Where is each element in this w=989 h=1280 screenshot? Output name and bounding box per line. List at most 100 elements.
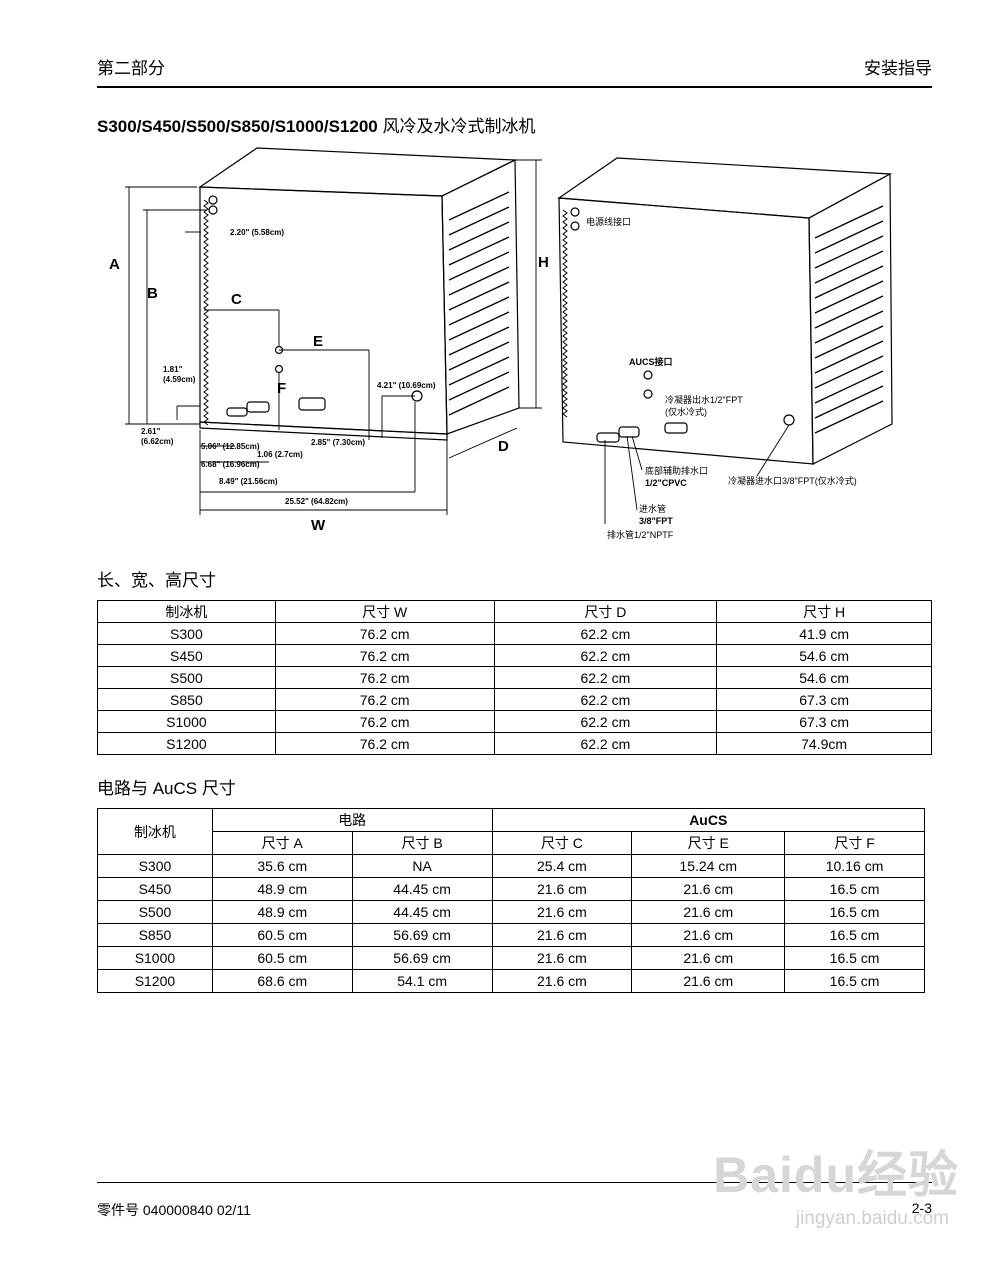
right-unit-top: [557, 157, 893, 219]
table-cell: 48.9 cm: [211, 900, 353, 924]
table-cell: 15.24 cm: [631, 854, 786, 878]
table-cell: 54.6 cm: [716, 666, 932, 689]
water-inlet-label: 进水管: [639, 503, 666, 514]
table-cell: 76.2 cm: [274, 622, 495, 645]
table-cell: 44.45 cm: [351, 877, 493, 901]
table-cell: 54.6 cm: [716, 644, 932, 667]
table-cell: S1200: [97, 969, 213, 993]
dim-letter-e: E: [313, 333, 323, 350]
col-header: 尺寸 H: [716, 600, 932, 623]
part-number: 零件号 040000840 02/11: [97, 1202, 251, 1218]
water-inlet-spec: 3/8"FPT: [639, 516, 673, 526]
dim-106: 1.06 (2.7cm): [257, 450, 303, 459]
table-cell: 21.6 cm: [631, 969, 786, 993]
col-header: 尺寸 E: [631, 831, 786, 855]
table-cell: 56.69 cm: [351, 946, 493, 970]
table-cell: 60.5 cm: [211, 923, 353, 947]
col-header: 尺寸 F: [784, 831, 925, 855]
table-cell: S850: [97, 688, 276, 711]
page-number: 2-3: [911, 1200, 932, 1216]
dim-849: 8.49" (21.56cm): [219, 477, 278, 486]
table-header-row: 尺寸 A 尺寸 B 尺寸 C 尺寸 E 尺寸 F: [98, 831, 925, 855]
table-cell: 62.2 cm: [493, 622, 718, 645]
page-title: S300/S450/S500/S850/S1000/S1200 风冷及水冷式制冰…: [97, 112, 535, 137]
table-cell: S1000: [97, 946, 213, 970]
table-cell: 16.5 cm: [784, 900, 925, 924]
table-cell: 62.2 cm: [493, 710, 718, 733]
table-cell: 62.2 cm: [493, 666, 718, 689]
col-header: 尺寸 D: [493, 600, 718, 623]
table-cell: 21.6 cm: [631, 900, 786, 924]
table-cell: 76.2 cm: [274, 666, 495, 689]
table-cell: 67.3 cm: [716, 710, 932, 733]
drain-pipe-label: 排水管1/2"NPTF: [607, 529, 674, 540]
table-cell: S500: [97, 666, 276, 689]
col-header: 尺寸 B: [351, 831, 493, 855]
watermark-logo: Baidu经验: [713, 1147, 959, 1203]
left-unit-side: [441, 159, 520, 435]
group-header-circuit: 电路: [211, 808, 493, 832]
condenser-outlet-note: (仅水冷式): [665, 406, 707, 417]
table-header-row: 制冰机 尺寸 W 尺寸 D 尺寸 H: [97, 600, 932, 623]
table-cell: 68.6 cm: [211, 969, 353, 993]
table-cell: 16.5 cm: [784, 946, 925, 970]
table-cell: 62.2 cm: [493, 688, 718, 711]
ice-machine-diagram: A B C E F H D W 2.20" (5.58cm) 1.81" (4.…: [109, 147, 893, 540]
table-cell: 74.9cm: [716, 732, 932, 755]
col-header-model: 制冰机: [97, 808, 213, 855]
table-cell: 76.2 cm: [274, 710, 495, 733]
chapter-label: 安装指导: [864, 59, 932, 78]
table-cell: S300: [97, 854, 213, 878]
group-header-aucs: AuCS: [491, 808, 926, 832]
table-cell: 16.5 cm: [784, 923, 925, 947]
condenser-inlet-label: 冷凝器进水口3/8"FPT(仅水冷式): [728, 475, 857, 486]
dim-181-in: 1.81": [163, 365, 183, 374]
aux-drain-spec: 1/2"CPVC: [645, 478, 687, 488]
dim-181-cm: (4.59cm): [163, 375, 196, 384]
footer-rule: [97, 1182, 932, 1183]
dim-letter-h: H: [538, 254, 549, 271]
table-cell: 21.6 cm: [491, 877, 633, 901]
dim-285: 2.85" (7.30cm): [311, 438, 365, 447]
table-cell: 10.16 cm: [784, 854, 925, 878]
table-cell: 56.69 cm: [351, 923, 493, 947]
table-cell: 62.2 cm: [493, 732, 718, 755]
dimension-lines: [125, 159, 790, 524]
col-header: 制冰机: [97, 600, 276, 623]
header-rule: [97, 86, 932, 88]
table-cell: 76.2 cm: [274, 644, 495, 667]
condenser-outlet-label: 冷凝器出水1/2"FPT: [665, 394, 743, 405]
dim-261-in: 2.61": [141, 427, 161, 436]
table-cell: 76.2 cm: [274, 732, 495, 755]
dim-letter-c: C: [231, 291, 242, 308]
table-cell: 67.3 cm: [716, 688, 932, 711]
dim-letter-w: W: [311, 517, 326, 534]
table-cell: 41.9 cm: [716, 622, 932, 645]
col-header: 尺寸 C: [491, 831, 633, 855]
table-cell: 35.6 cm: [211, 854, 353, 878]
table-cell: 21.6 cm: [491, 923, 633, 947]
table-cell: 76.2 cm: [274, 688, 495, 711]
table-cell: 21.6 cm: [631, 946, 786, 970]
left-unit-louvers: [448, 191, 510, 416]
table-cell: 21.6 cm: [631, 923, 786, 947]
title-description: 风冷及水冷式制冰机: [377, 117, 536, 136]
table-cell: 54.1 cm: [351, 969, 493, 993]
left-unit-front: [199, 186, 448, 435]
table-cell: 60.5 cm: [211, 946, 353, 970]
table-cell: 44.45 cm: [351, 900, 493, 924]
table-cell: S850: [97, 923, 213, 947]
watermark-url: jingyan.baidu.com: [795, 1208, 949, 1229]
table-cell: S450: [97, 877, 213, 901]
dim-letter-a: A: [109, 256, 120, 273]
right-unit-side: [808, 172, 893, 465]
